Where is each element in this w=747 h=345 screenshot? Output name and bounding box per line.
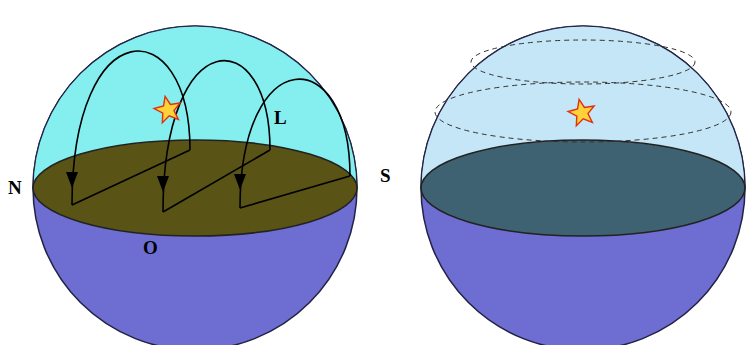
horizon-chord — [72, 150, 190, 205]
right-sphere — [421, 26, 745, 345]
lower-hemisphere — [33, 26, 357, 345]
star-symbol — [152, 94, 183, 124]
horizon-chord — [163, 150, 270, 212]
parallel-circles — [435, 40, 731, 142]
arrowhead — [66, 172, 78, 188]
diurnal-paths — [72, 51, 350, 212]
star-symbol — [566, 97, 597, 127]
point-label: O — [143, 238, 158, 257]
path-arrows — [66, 172, 246, 192]
parallel-circle — [471, 40, 695, 84]
star-path — [163, 61, 270, 212]
parallel-circle — [435, 82, 731, 142]
lower-hemisphere — [421, 26, 745, 345]
horizon-plane — [421, 140, 745, 236]
horizon-plane — [33, 140, 357, 236]
point-label: S — [380, 166, 391, 185]
horizon-chord — [240, 176, 350, 208]
arrowhead — [157, 176, 169, 192]
star-path — [240, 79, 350, 208]
left-sphere — [33, 26, 357, 345]
point-label: L — [274, 108, 287, 127]
point-label: N — [8, 178, 22, 197]
arrowhead — [234, 174, 246, 190]
